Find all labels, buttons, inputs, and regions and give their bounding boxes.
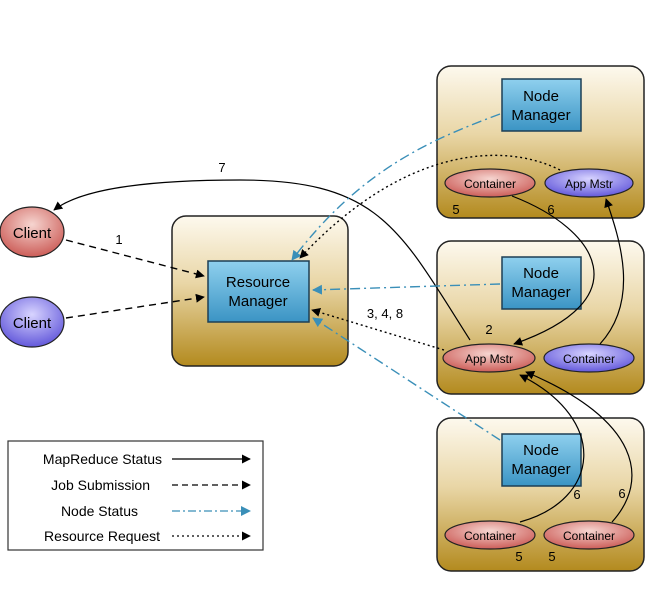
middle-app-master-label: App Mstr [465,352,513,366]
node-manager-middle-label-2: Manager [511,284,570,301]
resource-request-arrow-top [299,154,561,259]
middle-app-master: App Mstr [442,343,536,373]
top-node-number-6: 6 [547,202,554,217]
middle-container: Container [543,343,635,373]
mapreduce-status-to-client [53,179,471,341]
middle-node-number-2: 2 [485,322,492,337]
node-manager-top-label-2: Manager [511,107,570,124]
resource-manager-label-1: Resource [226,274,290,291]
top-container-label: Container [464,177,516,191]
bottom-container-right: Container [543,520,635,550]
edge-label-7: 7 [218,160,225,175]
node-manager-top: Node Manager [501,78,582,132]
node-status-arrow-top [291,113,501,261]
node-manager-middle: Node Manager [501,256,582,310]
bottom-node-number-6b: 6 [618,486,625,501]
resource-manager-label-2: Manager [228,293,287,310]
node-manager-bottom-label-1: Node [523,442,559,459]
client-top-label: Client [13,225,52,242]
bottom-node-number-6a: 6 [573,487,580,502]
client-bottom-label: Client [13,315,52,332]
node-manager-bottom-label-2: Manager [511,461,570,478]
top-app-master: App Mstr [544,168,634,198]
node-status-arrow-bottom [312,317,501,441]
top-node-number-5: 5 [452,202,459,217]
node-manager-middle-label-1: Node [523,265,559,282]
legend-item-mapreduce-status: MapReduce Status [43,451,251,467]
bottom-node-number-5a: 5 [515,549,522,564]
middle-container-label: Container [563,352,615,366]
resource-manager-box: Resource Manager [171,215,349,367]
svg-text:Node Status: Node Status [61,503,138,519]
legend-item-resource-request: Resource Request [44,528,251,544]
legend-item-job-submission: Job Submission [51,477,251,493]
svg-text:Resource Request: Resource Request [44,528,160,544]
status-bottom-right-container-to-app-master [525,370,633,523]
edge-label-3-4-8: 3, 4, 8 [367,306,403,321]
status-bottom-left-container-to-app-master [519,374,585,523]
client-bottom: Client [0,296,65,348]
svg-text:MapReduce Status: MapReduce Status [43,451,162,467]
node-manager-top-label-1: Node [523,88,559,105]
node-status-arrow-middle [312,283,501,295]
client-top: Client [0,206,65,258]
bottom-container-right-label: Container [563,529,615,543]
status-middle-container-to-top-app-master [599,198,625,345]
bottom-container-left-label: Container [464,529,516,543]
edge-label-1: 1 [115,232,122,247]
top-app-master-label: App Mstr [565,177,613,191]
legend: MapReduce Status Job Submission Node Sta… [7,440,264,551]
top-container: Container [444,168,536,198]
bottom-node-number-5b: 5 [548,549,555,564]
node-manager-bottom: Node Manager [501,433,582,487]
resource-manager [207,260,310,323]
legend-item-node-status: Node Status [61,503,251,519]
status-top-container-to-app-master [511,195,595,346]
svg-text:Job Submission: Job Submission [51,477,150,493]
bottom-container-left: Container [444,520,536,550]
